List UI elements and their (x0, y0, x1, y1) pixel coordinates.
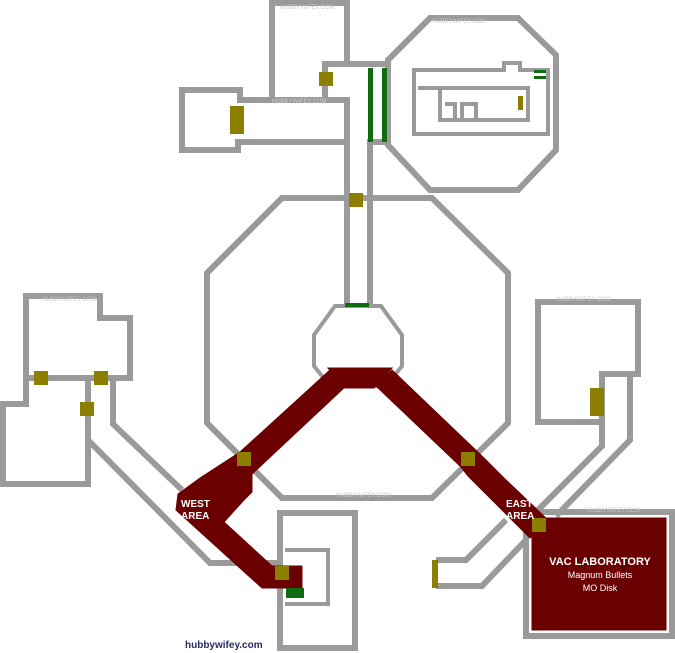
door-east-upper-room[interactable] (590, 388, 604, 416)
door-west-upper-a[interactable] (34, 371, 48, 385)
north-east-octagon-room (385, 15, 559, 193)
vac-laboratory-walls (523, 509, 675, 639)
north-east-machine-inner (418, 86, 530, 122)
green-door-north-east[interactable] (534, 70, 546, 73)
watermark: HUBBYWIFEY.COM (556, 297, 611, 303)
green-door-north-east-2[interactable] (534, 76, 546, 79)
west-area-label-line1: WEST (181, 499, 210, 510)
central-hub-green-door[interactable] (345, 303, 369, 307)
north-corridor (347, 61, 391, 305)
door-south-west-room[interactable] (275, 566, 289, 580)
south-west-room (277, 510, 358, 651)
green-door-north-b[interactable] (382, 68, 387, 142)
green-door-north-a[interactable] (368, 68, 373, 142)
west-lower-room (0, 375, 91, 487)
vac-laboratory-item: Magnum Bullets (568, 570, 633, 580)
vac-laboratory-item: MO Disk (583, 583, 618, 593)
door-west-lower[interactable] (80, 402, 94, 416)
central-octagon (204, 195, 511, 501)
east-corridor-wall-a (553, 371, 633, 519)
watermark: HUBBYWIFEY.COM (586, 508, 641, 514)
door-east-area[interactable] (461, 452, 475, 466)
east-corridor-wall-b (533, 422, 605, 515)
east-rooms (436, 299, 675, 639)
door-north-top[interactable] (319, 72, 333, 86)
east-lower-corridor-b (436, 517, 509, 563)
east-area-label-line2: AREA (506, 511, 534, 522)
watermark: HUBBYWIFEY.COM (432, 19, 487, 25)
west-area-label-line2: AREA (181, 511, 209, 522)
east-lower-corridor (436, 537, 529, 589)
east-upper-room (535, 299, 641, 425)
west-upper-room (23, 293, 133, 381)
site-credit: hubbywifey.com (185, 640, 263, 651)
door-north-corridor[interactable] (349, 193, 363, 207)
green-door-south-west[interactable] (286, 588, 304, 598)
watermark: HUBBYWIFEY.COM (280, 5, 335, 11)
west-explored-corridor (175, 369, 347, 589)
locked-doors (34, 72, 604, 588)
green-doors (286, 68, 546, 598)
north-rooms (179, 0, 559, 305)
north-east-machine (412, 61, 550, 136)
vac-laboratory-floor[interactable] (531, 517, 667, 631)
north-east-machine-step (445, 102, 457, 120)
door-west-area[interactable] (237, 452, 251, 466)
door-north-west[interactable] (230, 106, 244, 134)
south-west-inner (285, 548, 330, 606)
west-corridor-wall-b (110, 378, 185, 493)
vac-laboratory-title: VAC LABORATORY (549, 556, 651, 568)
watermark: HUBBYWIFEY.COM (42, 297, 97, 303)
watermark: HUBBYWIFEY.COM (336, 493, 391, 499)
north-top-room (269, 0, 350, 103)
watermark: HUBBYWIFEY.COM (272, 99, 327, 105)
north-east-machine-block (460, 102, 478, 122)
door-west-upper-b[interactable] (94, 371, 108, 385)
door-north-east-machine[interactable] (518, 96, 523, 110)
north-west-room (179, 87, 350, 153)
door-vac-laboratory[interactable] (532, 518, 546, 532)
east-area-label-line1: EAST (506, 499, 533, 510)
door-east-lower[interactable] (432, 560, 438, 588)
